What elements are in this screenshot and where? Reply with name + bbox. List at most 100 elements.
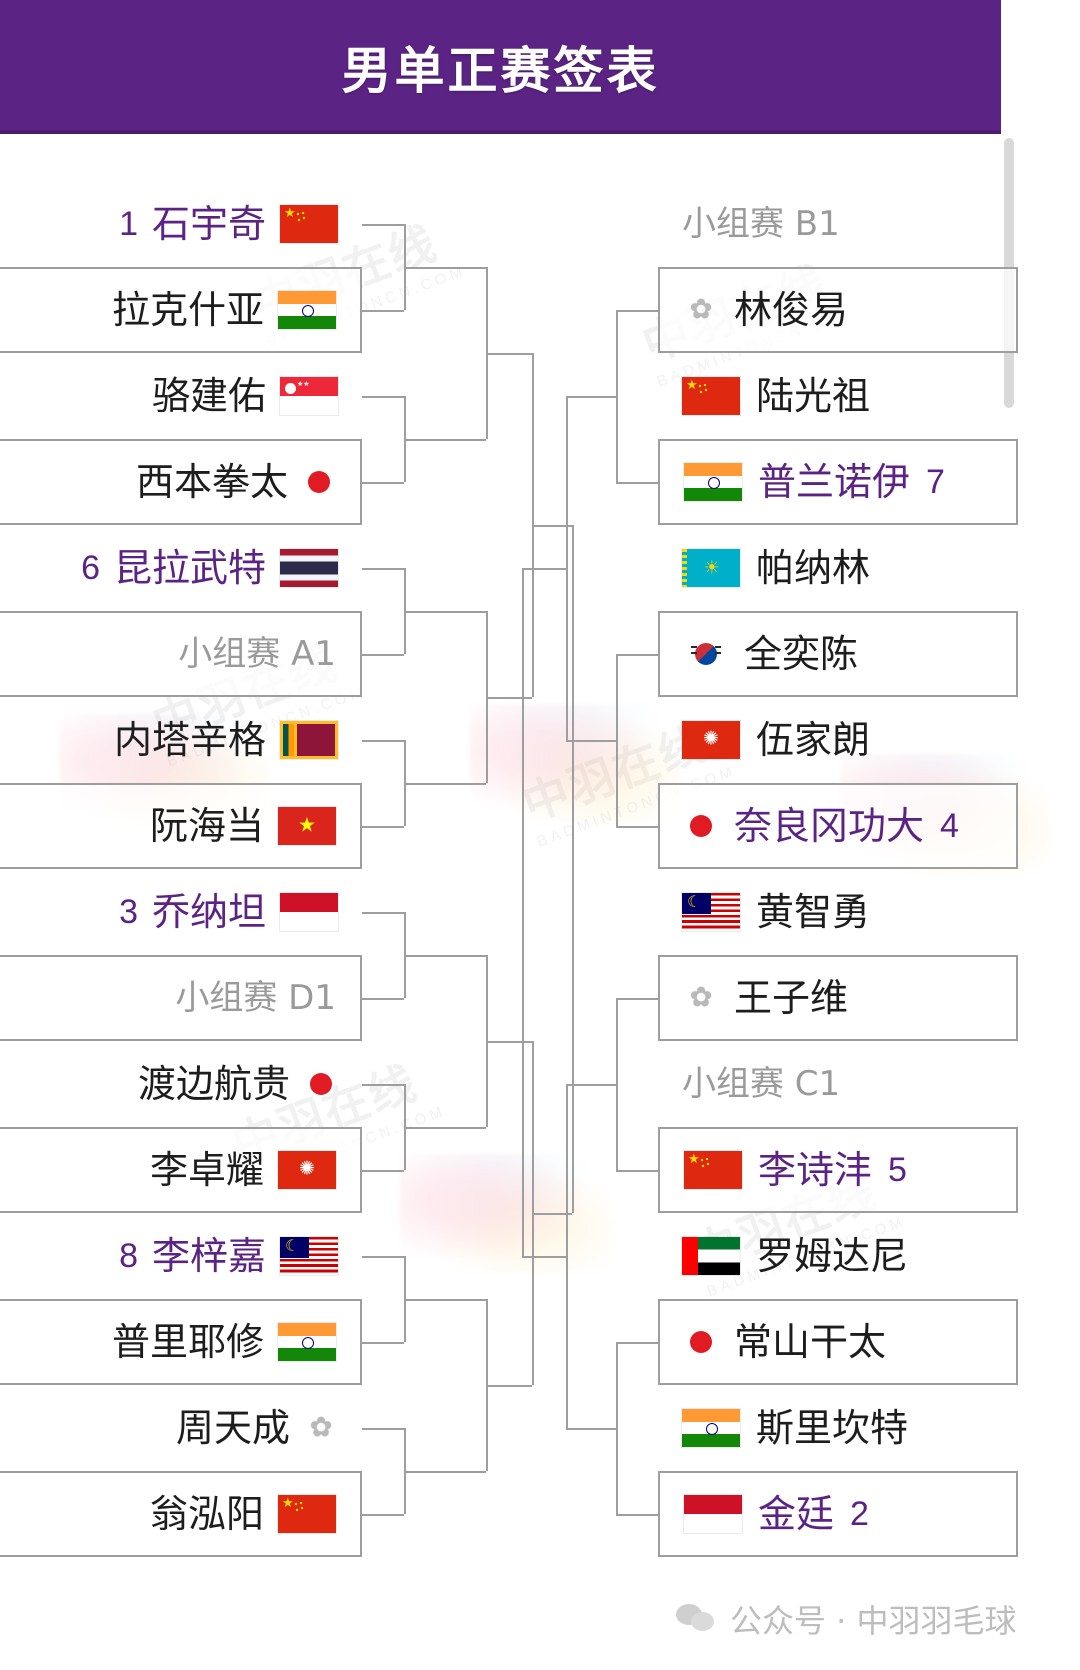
connector-r1-bottom (362, 1514, 404, 1516)
player-name: 周天成 (175, 1406, 290, 1450)
connector-r2-vertical (566, 396, 568, 740)
player-row[interactable]: 西本拳太 (0, 439, 362, 525)
group-stage-slot[interactable]: 小组赛 D1 (0, 955, 362, 1041)
connector-r1-top (362, 224, 404, 226)
connector-r1-top (362, 740, 404, 742)
row-content: 全奕陈 (660, 635, 1016, 673)
connector-r1-top (362, 1256, 404, 1258)
connector-r1-top (362, 1084, 404, 1086)
connector-sf-bottom (522, 1256, 566, 1258)
flag-indonesia (684, 1495, 742, 1533)
player-name: 常山干太 (734, 1320, 887, 1364)
player-name: 帕纳林 (756, 546, 871, 590)
player-name: 内塔辛格 (113, 718, 266, 762)
row-content: 拉克什亚 (0, 291, 360, 329)
player-row[interactable]: 常山干太 (658, 1299, 1018, 1385)
flag-chinese-taipei (684, 293, 718, 327)
flag-japan (684, 809, 718, 843)
player-row[interactable]: 李卓耀 (0, 1127, 362, 1213)
flag-china (682, 377, 740, 415)
group-stage-label: 小组赛 D1 (175, 978, 336, 1018)
row-content: 黄智勇 (658, 893, 1018, 931)
page-header: 男单正赛签表 (0, 0, 1001, 134)
flag-vietnam (278, 807, 336, 845)
connector-r1-vertical (616, 1342, 618, 1514)
player-row[interactable]: 王子维 (658, 955, 1018, 1041)
player-name: 黄智勇 (756, 890, 871, 934)
player-row[interactable]: 帕纳林 (658, 525, 1018, 611)
connector-r1-top (362, 912, 404, 914)
group-stage-slot[interactable]: 小组赛 A1 (0, 611, 362, 697)
player-row[interactable]: 林俊易 (658, 267, 1018, 353)
player-row[interactable]: 骆建佑 (0, 353, 362, 439)
player-name: 骆建佑 (151, 374, 266, 418)
row-content: 罗姆达尼 (658, 1237, 1018, 1275)
player-row[interactable]: 斯里坎特 (658, 1385, 1018, 1471)
player-row[interactable]: 拉克什亚 (0, 267, 362, 353)
connector-r1-top (616, 1342, 658, 1344)
player-row[interactable]: 周天成 (0, 1385, 362, 1471)
connector-r3-bottom (486, 1385, 532, 1387)
group-stage-slot[interactable]: 小组赛 C1 (658, 1041, 1018, 1127)
connector-r3-top (486, 353, 532, 355)
player-row[interactable]: 渡边航贵 (0, 1041, 362, 1127)
connector-r1-top (362, 396, 404, 398)
connector-r2-top (404, 1299, 486, 1301)
player-row[interactable]: 1 石宇奇 (0, 181, 362, 267)
player-name: 林俊易 (734, 288, 849, 332)
row-content: 小组赛 C1 (658, 1067, 1018, 1101)
player-name: 翁泓阳 (149, 1492, 264, 1536)
connector-r1-top (616, 998, 658, 1000)
player-row[interactable]: 普里耶修 (0, 1299, 362, 1385)
connector-r1-bottom (616, 826, 658, 828)
player-row[interactable]: 罗姆达尼 (658, 1213, 1018, 1299)
player-row[interactable]: 黄智勇 (658, 869, 1018, 955)
connector-r1-bottom (616, 1514, 658, 1516)
flag-japan (302, 465, 336, 499)
seed-number: 3 (119, 893, 138, 931)
group-stage-label: 小组赛 B1 (682, 204, 840, 244)
connector-r1-bottom (362, 482, 404, 484)
flag-chinese-taipei (304, 1411, 338, 1445)
player-row[interactable]: 内塔辛格 (0, 697, 362, 783)
connector-r1-vertical (616, 310, 618, 482)
header-underline (0, 130, 1001, 134)
connector-sf-top (532, 525, 572, 527)
player-name: 李卓耀 (149, 1148, 264, 1192)
player-row[interactable]: 陆光祖 (658, 353, 1018, 439)
connector-r2-top (566, 1084, 616, 1086)
connector-r1-top (616, 310, 658, 312)
player-name: 罗姆达尼 (756, 1234, 909, 1278)
player-row[interactable]: 阮海当 (0, 783, 362, 869)
seed-number: 6 (81, 549, 100, 587)
player-row[interactable]: 全奕陈 (658, 611, 1018, 697)
player-row[interactable]: 翁泓阳 (0, 1471, 362, 1557)
row-content: 1 石宇奇 (0, 205, 362, 243)
connector-r1-bottom (362, 310, 404, 312)
connector-sf-bottom (532, 1213, 572, 1215)
flag-chinese-taipei (684, 981, 718, 1015)
seed-number: 7 (926, 463, 945, 501)
seed-number: 1 (119, 205, 138, 243)
group-stage-slot[interactable]: 小组赛 B1 (658, 181, 1018, 267)
flag-japan (304, 1067, 338, 1101)
row-content: 小组赛 B1 (658, 207, 1018, 241)
row-content: 周天成 (0, 1409, 362, 1447)
seed-number: 4 (940, 807, 959, 845)
player-row[interactable]: 伍家朗 (658, 697, 1018, 783)
player-name: 石宇奇 (151, 202, 266, 246)
connector-r1-bottom (616, 482, 658, 484)
footer-watermark: 公众号 · 中羽羽毛球 (676, 1596, 1017, 1642)
flag-malaysia (280, 1237, 338, 1275)
player-name: 拉克什亚 (111, 288, 264, 332)
